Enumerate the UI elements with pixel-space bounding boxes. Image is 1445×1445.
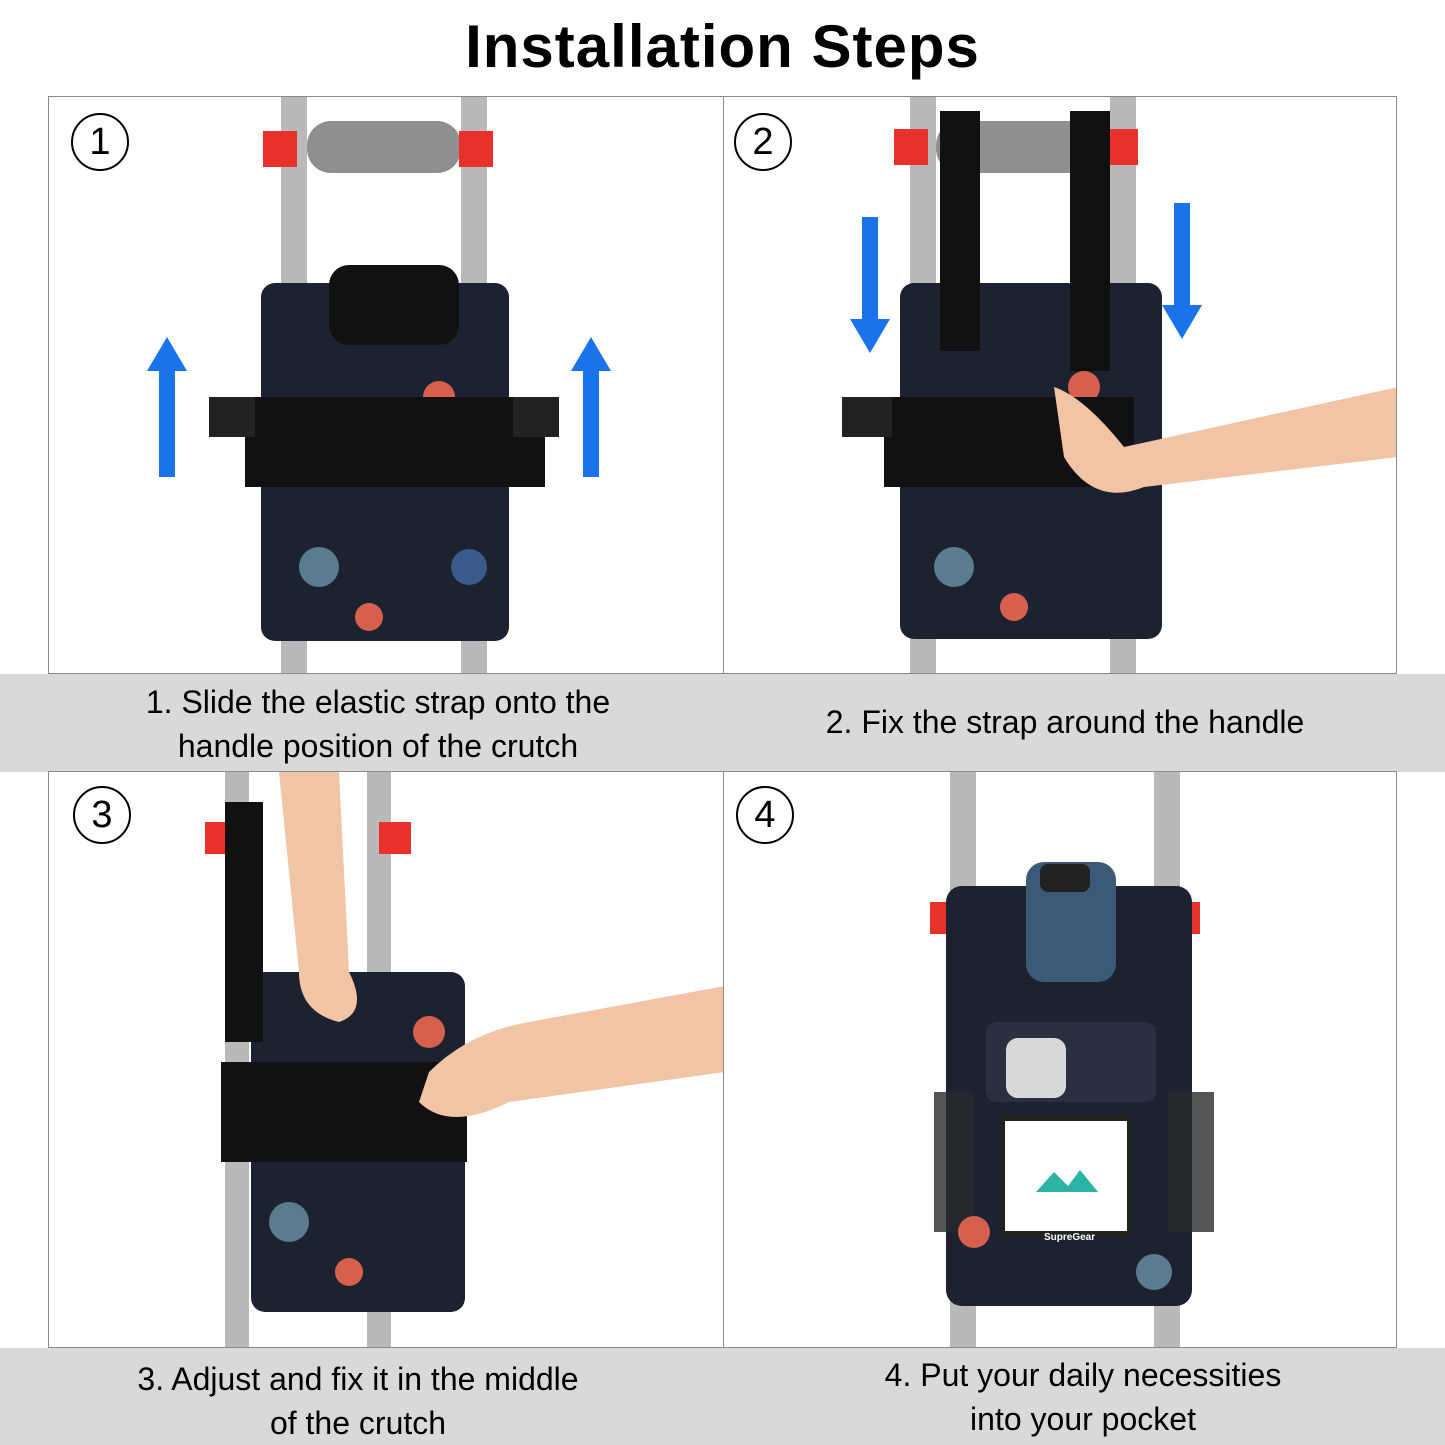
step-1-panel: 1 xyxy=(48,96,724,674)
step-2-number: 2 xyxy=(734,113,792,171)
step-1-caption: 1. Slide the elastic strap onto the hand… xyxy=(145,684,611,764)
step-3-illustration xyxy=(205,772,723,1347)
caption-band-top xyxy=(0,674,1445,772)
step-4-number: 4 xyxy=(736,786,794,844)
brand-logo: SupreGear xyxy=(1044,1232,1096,1243)
step-1-illustration xyxy=(147,97,611,673)
step-2-panel: 2 xyxy=(723,96,1397,674)
step-4-panel: 4 SupreGear xyxy=(723,771,1397,1348)
step-3-panel: 3 xyxy=(48,771,724,1348)
step-2-caption: 2. Fix the strap around the handle xyxy=(825,704,1305,740)
step-4-caption: 4. Put your daily necessities into your … xyxy=(884,1357,1282,1437)
caption-band-bottom xyxy=(0,1348,1445,1445)
step-3-caption: 3. Adjust and fix it in the middle of th… xyxy=(137,1361,579,1441)
page-title: Installation Steps xyxy=(465,13,980,80)
step-1-number: 1 xyxy=(71,113,129,171)
step-3-number: 3 xyxy=(73,786,131,844)
step-2-illustration xyxy=(842,97,1396,673)
step-4-illustration xyxy=(930,772,1214,1347)
